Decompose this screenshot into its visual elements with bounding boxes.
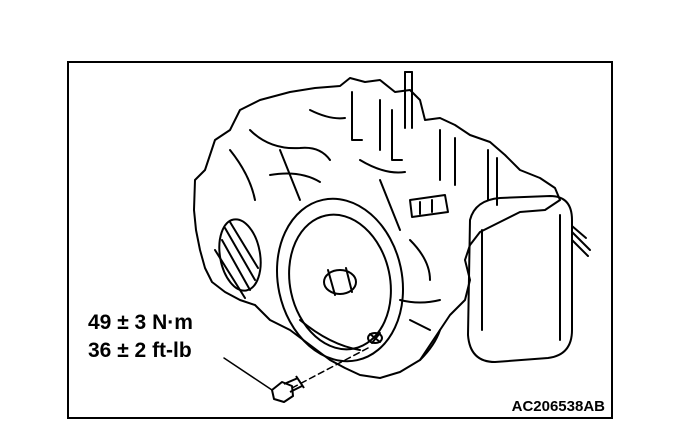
torque-imperial-label: 36 ± 2 ft-lb <box>88 339 192 362</box>
figure-code: AC206538AB <box>511 398 605 415</box>
bolt-guide-line <box>291 347 369 389</box>
housing-outline <box>193 77 561 379</box>
converter-housing <box>276 197 404 363</box>
leader-line <box>223 357 273 391</box>
bolt-icon <box>271 375 305 403</box>
torque-metric-label: 49 ± 3 N·m <box>88 311 193 334</box>
side-cover <box>467 195 573 363</box>
